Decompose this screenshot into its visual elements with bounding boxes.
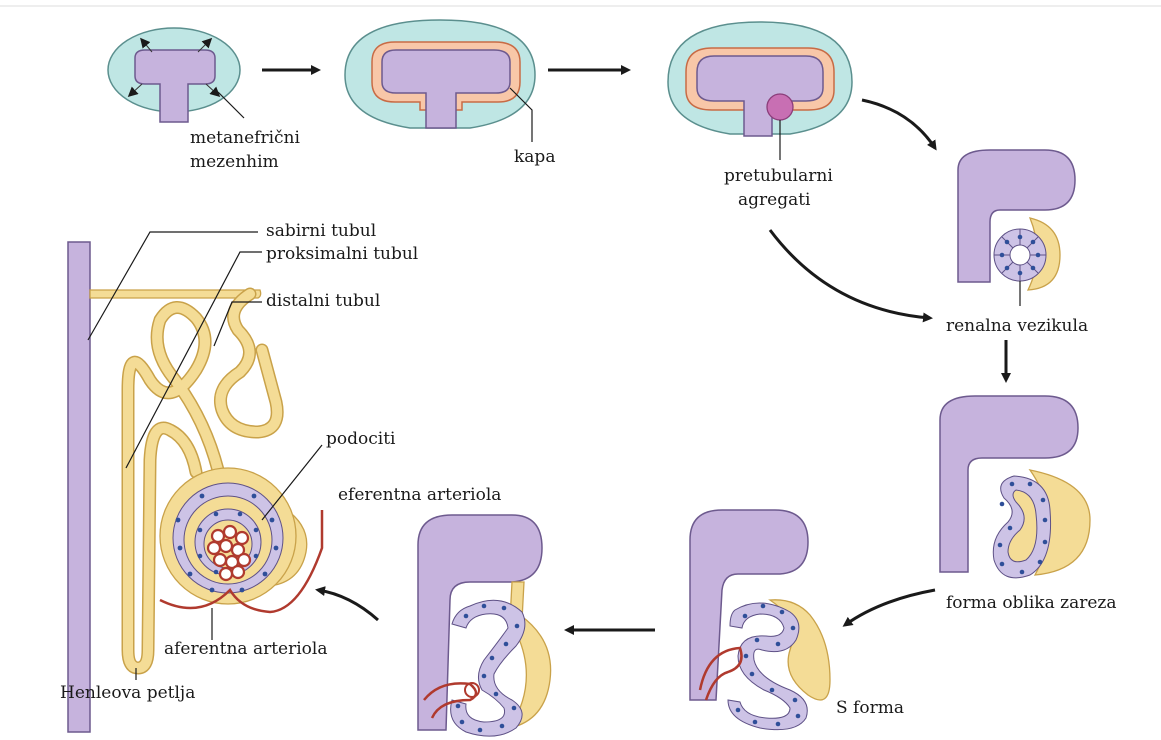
label-distal-tubule: distalni tubul (266, 291, 380, 311)
stage-pretubular (668, 22, 852, 160)
stage-renal-vesicle (958, 150, 1075, 306)
stage-s-form (690, 510, 830, 730)
stage-metanephric-mesenchyme (108, 28, 244, 122)
label-proximal-tubule: proksimalni tubul (266, 244, 418, 264)
label-comma-form: forma oblika zareza (946, 593, 1117, 613)
label-afferent-arteriole: aferentna arteriola (164, 639, 327, 659)
label-metanephric-2: mezenhim (190, 152, 279, 172)
arrow-7-8 (318, 590, 378, 620)
collecting-duct (68, 242, 90, 732)
label-renal-vesicle: renalna vezikula (946, 316, 1088, 336)
label-pretubular-1: pretubularni (724, 166, 833, 186)
label-cap: kapa (514, 147, 555, 167)
label-henle-loop: Henleova petlja (60, 683, 195, 703)
stage-cap (345, 20, 535, 142)
s-cells (451, 600, 525, 736)
label-s-form: S forma (836, 698, 904, 718)
label-collecting-tubule: sabirni tubul (266, 221, 376, 241)
pretubular-aggregate (767, 94, 793, 120)
stage-comma-form (940, 396, 1090, 578)
label-pretubular-2: agregati (738, 190, 811, 210)
arrow-3-4 (862, 100, 935, 148)
stage-developing-nephron (418, 515, 551, 736)
arrow-aggregate-to-vesicle (770, 230, 930, 318)
arrow-5-6 (845, 590, 935, 625)
label-efferent-arteriole: eferentna arteriola (338, 485, 501, 505)
label-podocytes: podociti (326, 429, 396, 449)
label-metanephric-1: metanefrični (190, 128, 300, 148)
